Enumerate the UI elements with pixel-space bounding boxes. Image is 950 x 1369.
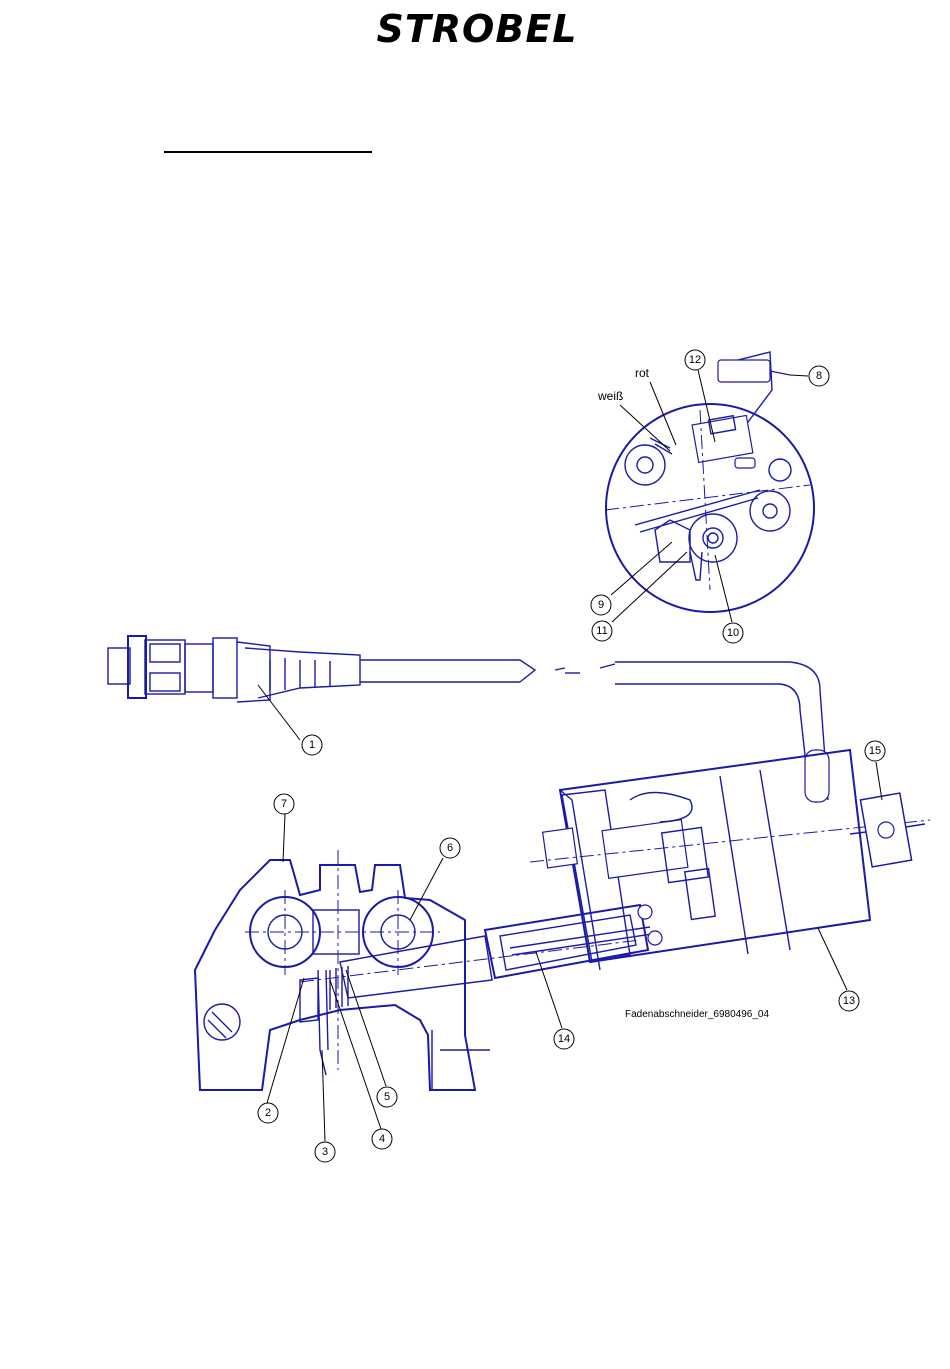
motor-assembly <box>530 750 930 970</box>
callout-10: 10 <box>723 623 743 643</box>
svg-text:11: 11 <box>596 625 607 637</box>
knife-bracket <box>195 850 490 1090</box>
svg-text:15: 15 <box>869 745 881 757</box>
callout-5: 5 <box>377 1087 397 1107</box>
callout-3: 3 <box>315 1142 335 1162</box>
callout-7: 7 <box>274 794 294 814</box>
callout-2: 2 <box>258 1103 278 1123</box>
callout-15: 15 <box>865 741 885 761</box>
wire-label-red: rot <box>635 366 650 380</box>
callout-6: 6 <box>440 838 460 858</box>
svg-text:8: 8 <box>816 370 822 382</box>
svg-text:6: 6 <box>447 842 453 854</box>
callout-8: 8 <box>809 366 829 386</box>
svg-text:9: 9 <box>598 599 604 611</box>
shaft-sleeve <box>300 905 662 998</box>
svg-text:14: 14 <box>558 1033 570 1045</box>
callout-11: 11 <box>592 621 612 641</box>
svg-text:13: 13 <box>843 995 855 1007</box>
svg-text:5: 5 <box>384 1091 390 1103</box>
svg-text:10: 10 <box>727 627 739 639</box>
thread-trimmer-diagram: rot weiß Fadenabschneider_6980496_04 1 2… <box>0 330 950 1170</box>
callout-9: 9 <box>591 595 611 615</box>
callout-12: 12 <box>685 350 705 370</box>
svg-text:3: 3 <box>322 1146 328 1158</box>
title-underline <box>164 151 372 153</box>
logo-text: STROBEL <box>377 8 578 50</box>
drawing-caption: Fadenabschneider_6980496_04 <box>625 1009 769 1020</box>
svg-text:12: 12 <box>689 354 701 366</box>
leader-lines <box>258 370 882 1141</box>
callout-1: 1 <box>302 735 322 755</box>
callout-4: 4 <box>372 1129 392 1149</box>
callout-14: 14 <box>554 1029 574 1049</box>
strobel-logo: STROBEL <box>340 8 615 50</box>
svg-text:7: 7 <box>281 798 287 810</box>
svg-text:4: 4 <box>379 1133 385 1145</box>
callout-13: 13 <box>839 991 859 1011</box>
wire-label-white: weiß <box>597 389 623 403</box>
svg-text:2: 2 <box>265 1107 271 1119</box>
svg-text:1: 1 <box>309 739 315 751</box>
